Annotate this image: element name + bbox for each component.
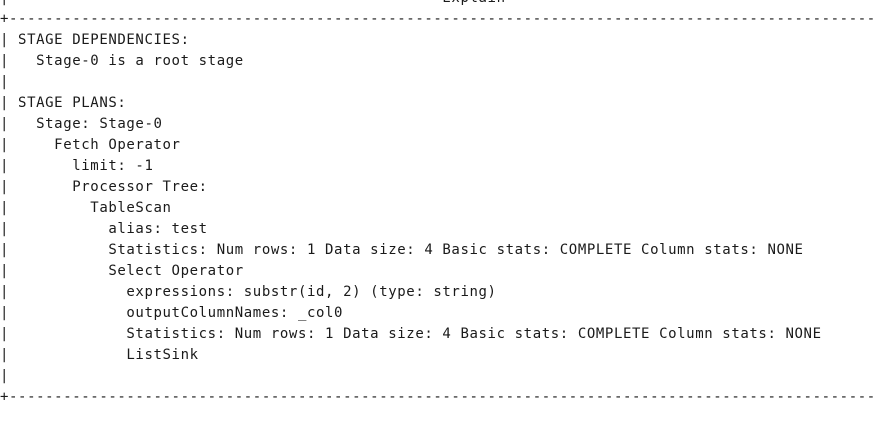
- header-separator: +---------------------------------------…: [0, 11, 878, 27]
- list-sink-line: | ListSink |: [0, 347, 878, 363]
- fetch-operator-line: | Fetch Operator |: [0, 137, 878, 153]
- stage-dependency-line: | Stage-0 is a root stage |: [0, 53, 878, 69]
- stage-line: | Stage: Stage-0 |: [0, 116, 878, 132]
- stage-plans-title: | STAGE PLANS: |: [0, 95, 878, 111]
- table-scan-line: | TableScan |: [0, 200, 878, 216]
- output-column-names-line: | outputColumnNames: _col0 |: [0, 305, 878, 321]
- blank-row: | |: [0, 74, 878, 90]
- stage-dependencies-title: | STAGE DEPENDENCIES: |: [0, 32, 878, 48]
- header-row: | Explain |: [0, 0, 878, 9]
- footer-separator: +---------------------------------------…: [0, 389, 878, 405]
- blank-row: | |: [0, 368, 878, 384]
- processor-tree-line: | Processor Tree: |: [0, 179, 878, 195]
- select-statistics-line: | Statistics: Num rows: 1 Data size: 4 B…: [0, 326, 878, 342]
- limit-line: | limit: -1 |: [0, 158, 878, 174]
- alias-line: | alias: test |: [0, 221, 878, 237]
- table-scan-statistics-line: | Statistics: Num rows: 1 Data size: 4 B…: [0, 242, 878, 258]
- select-operator-line: | Select Operator |: [0, 263, 878, 279]
- expressions-line: | expressions: substr(id, 2) (type: stri…: [0, 284, 878, 300]
